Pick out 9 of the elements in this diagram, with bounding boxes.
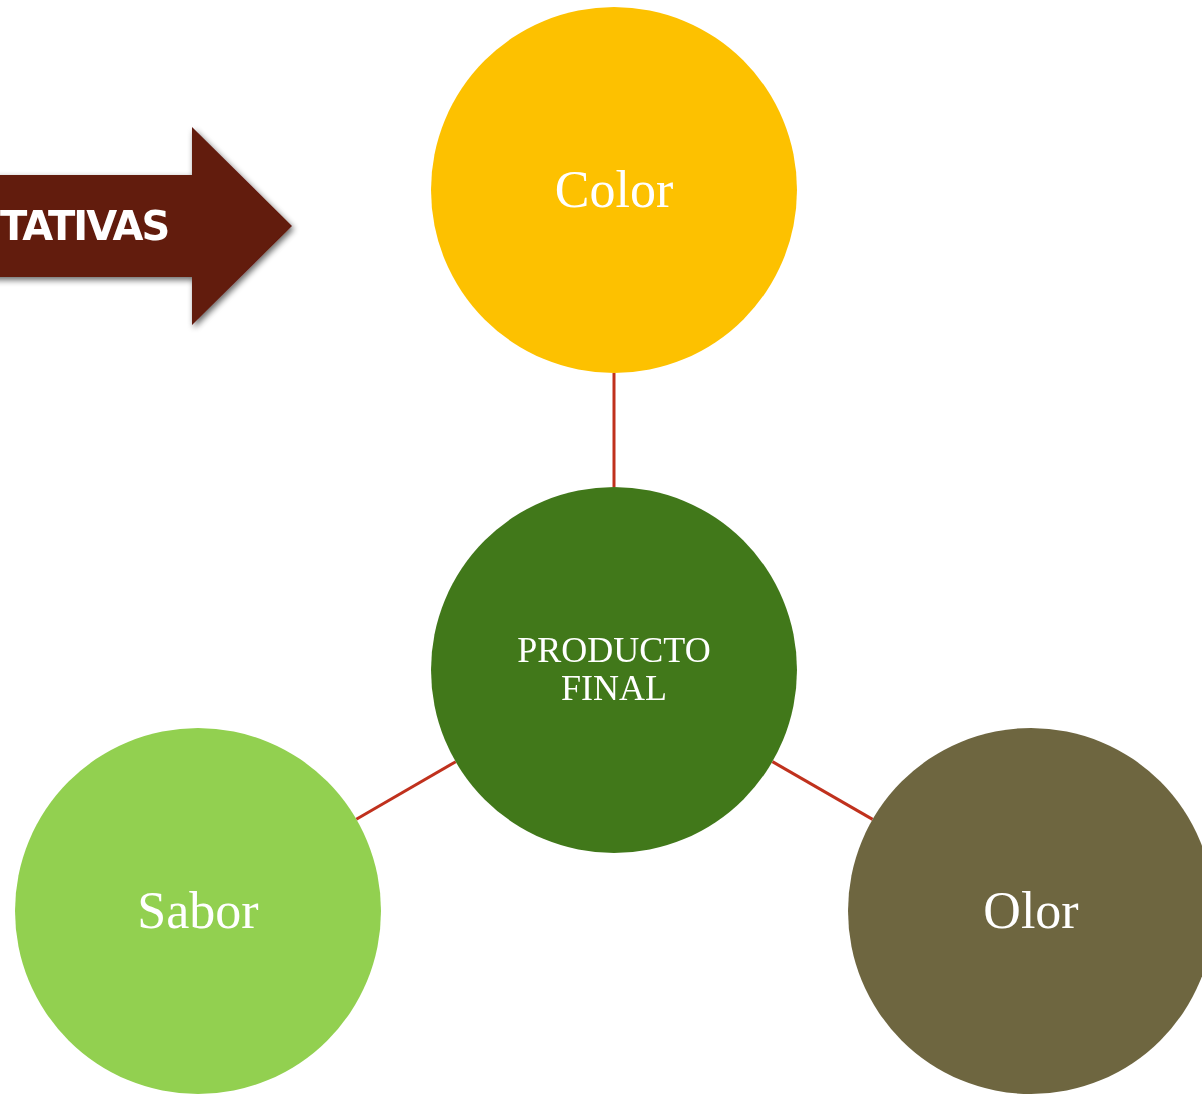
node-label: Olor	[983, 883, 1079, 939]
node-label: PRODUCTO FINAL	[516, 632, 712, 708]
node-label: Color	[554, 162, 674, 218]
arrow-label: TATIVAS	[0, 202, 169, 251]
connector-line	[612, 373, 616, 487]
block-arrow	[0, 127, 292, 325]
connector-line	[771, 760, 874, 821]
node-label: Sabor	[137, 883, 259, 939]
connector-line	[355, 760, 457, 821]
